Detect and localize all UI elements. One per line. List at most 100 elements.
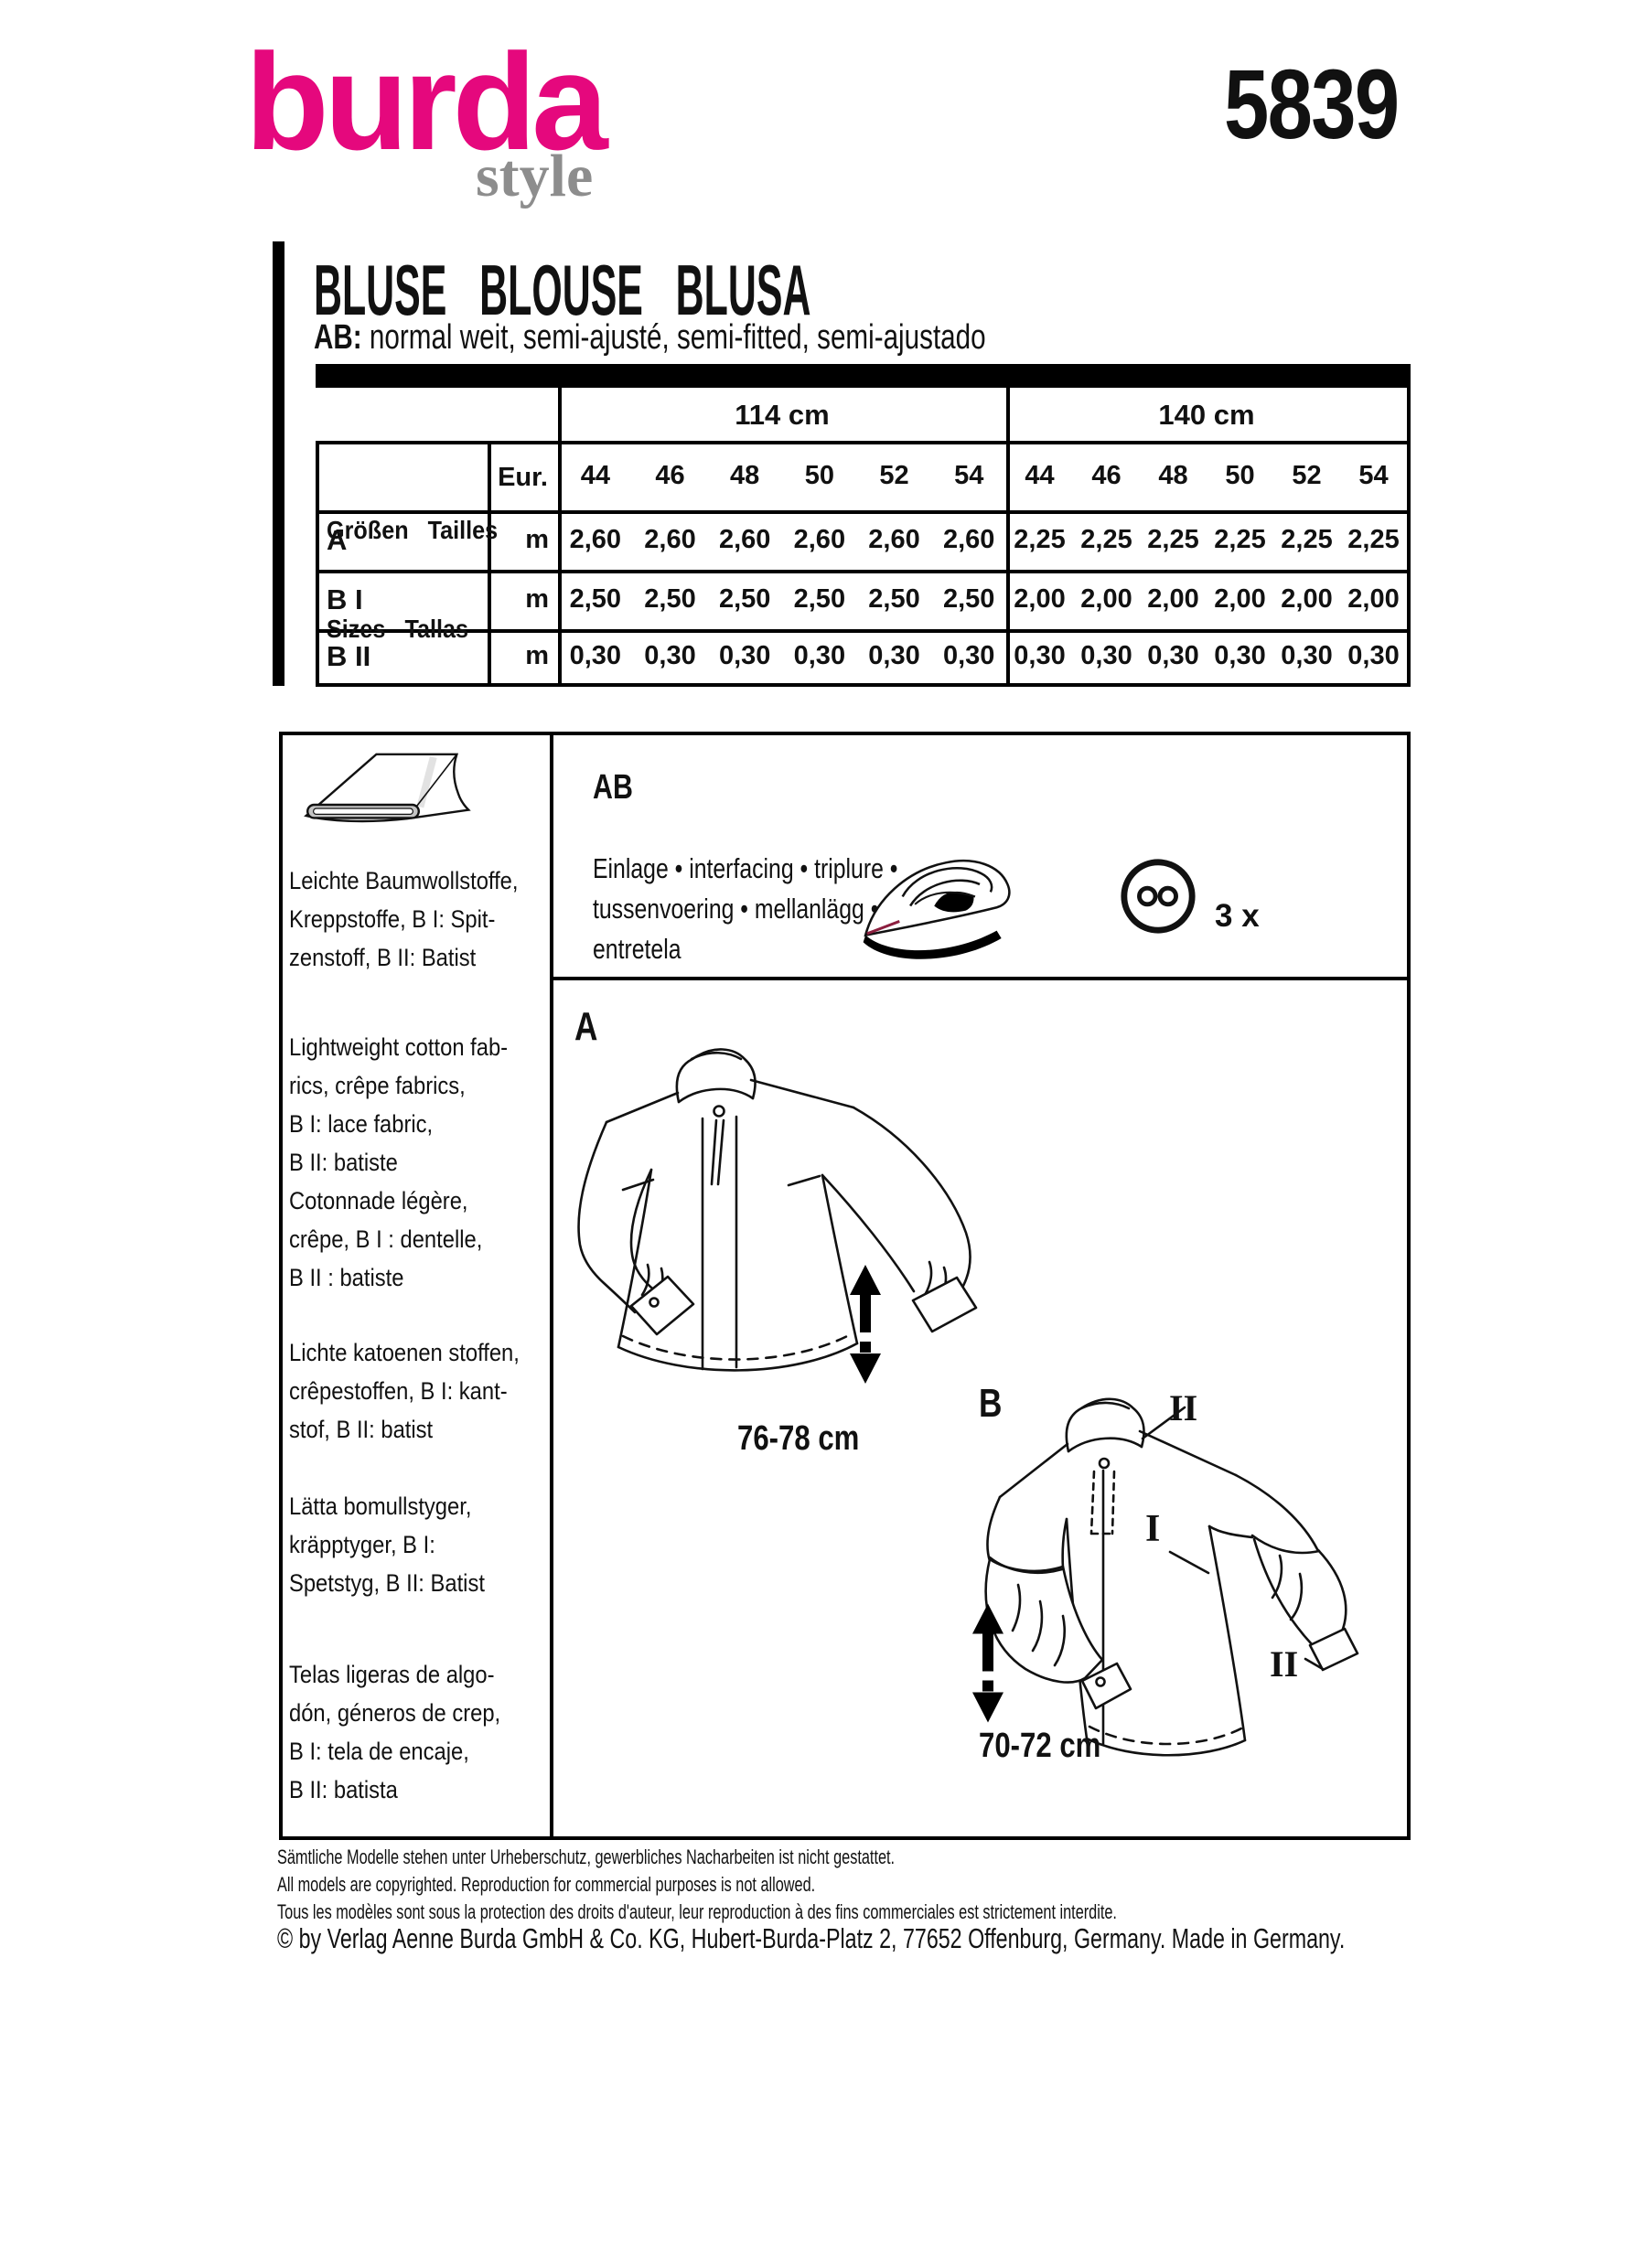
material-note-line: zenstoff, B II: Batist bbox=[289, 944, 477, 971]
yardage-cell: 2,50 bbox=[868, 584, 920, 614]
material-note-line: B I: tela de encaje, bbox=[289, 1738, 469, 1765]
size-header-cell: 54 bbox=[1358, 460, 1389, 490]
size-header-cell: 52 bbox=[1292, 460, 1322, 490]
table-line bbox=[316, 570, 1411, 573]
yardage-row-label: B II bbox=[327, 639, 371, 672]
yardage-cell: 2,25 bbox=[1214, 525, 1266, 554]
publisher-line: © by Verlag Aenne Burda GmbH & Co. KG, H… bbox=[277, 1922, 1346, 1954]
yardage-cell: 2,00 bbox=[1080, 584, 1132, 614]
yardage-cell: 2,00 bbox=[1347, 584, 1400, 614]
length-arrow-b bbox=[972, 1603, 1003, 1723]
mark-body-i: I bbox=[1145, 1508, 1161, 1550]
yardage-cell: 0,30 bbox=[1281, 641, 1333, 670]
table-line bbox=[488, 441, 491, 687]
yardage-cell: 0,30 bbox=[868, 641, 920, 670]
material-note: Leichte Baumwollstoffe, Kreppstoffe, B I:… bbox=[289, 861, 519, 977]
yardage-cell: 2,00 bbox=[1281, 584, 1333, 614]
size-header-cell: 46 bbox=[1091, 460, 1121, 490]
yardage-cell: 0,30 bbox=[942, 641, 995, 670]
yardage-cell: 0,30 bbox=[569, 641, 622, 670]
yardage-cell: 0,30 bbox=[718, 641, 771, 670]
table-line bbox=[316, 510, 1411, 514]
view-a-length: 76-78 cm bbox=[737, 1419, 860, 1458]
material-note: Telas ligeras de algo-dón, géneros de cr… bbox=[289, 1655, 500, 1809]
fabric-width-140: 140 cm bbox=[1158, 399, 1255, 431]
size-header-cell: 44 bbox=[1025, 460, 1055, 490]
yardage-cell: 2,60 bbox=[644, 525, 696, 554]
yardage-cell: 2,60 bbox=[718, 525, 771, 554]
sizes-header-line2: Sizes Tallas bbox=[327, 615, 469, 643]
material-note-line: Leichte Baumwollstoffe, bbox=[289, 867, 519, 894]
table-line bbox=[1006, 388, 1010, 687]
interfacing-line: Einlage • interfacing • triplure • bbox=[593, 852, 898, 884]
material-note: Lightweight cotton fab-rics, crêpe fabri… bbox=[289, 1028, 508, 1182]
table-line bbox=[558, 388, 562, 687]
blouse-b-drawing bbox=[984, 1397, 1359, 1757]
table-line bbox=[316, 629, 1411, 633]
sizes-header-label: Größen Tailles Sizes Tallas bbox=[327, 448, 498, 711]
info-box-divider-horizontal bbox=[550, 977, 1411, 980]
material-note-line: Lightweight cotton fab- bbox=[289, 1033, 509, 1061]
fit-subtitle-text: normal weit, semi-ajusté, semi-fitted, s… bbox=[361, 318, 986, 357]
yardage-cell: 2,50 bbox=[569, 584, 622, 614]
material-note-line: kräpptyger, B I: bbox=[289, 1531, 435, 1558]
iron-icon bbox=[863, 859, 1011, 959]
fabric-width-114: 114 cm bbox=[735, 399, 830, 431]
material-note-line: Lätta bomullstyger, bbox=[289, 1492, 472, 1520]
material-note-line: B II: batiste bbox=[289, 1149, 398, 1176]
copyright-notice-line: Tous les modèles sont sous la protection… bbox=[277, 1900, 1117, 1923]
yardage-cell: 2,50 bbox=[718, 584, 771, 614]
button-icon bbox=[1121, 859, 1196, 934]
yardage-cell: 0,30 bbox=[1214, 641, 1266, 670]
yardage-cell: 2,00 bbox=[1014, 584, 1066, 614]
material-note-line: Kreppstoffe, B I: Spit- bbox=[289, 905, 496, 933]
yardage-cell: 2,50 bbox=[942, 584, 995, 614]
yardage-row-label: A bbox=[327, 523, 348, 556]
fit-subtitle-views: AB: bbox=[314, 318, 362, 357]
fit-subtitle: AB: normal weit, semi-ajusté, semi-fitte… bbox=[314, 320, 1175, 355]
size-header-cell: 48 bbox=[730, 460, 760, 490]
yardage-cell: 2,00 bbox=[1147, 584, 1199, 614]
material-note: Lätta bomullstyger, kräpptyger, B I: Spets… bbox=[289, 1487, 485, 1602]
table-line bbox=[316, 683, 1411, 687]
size-header-cell: 50 bbox=[804, 460, 834, 490]
unit-column-header: Eur. bbox=[498, 463, 548, 492]
copyright-notice-line: All models are copyrighted. Reproduction… bbox=[277, 1873, 816, 1896]
yardage-cell: 0,30 bbox=[1014, 641, 1066, 670]
table-line bbox=[1407, 388, 1411, 687]
material-note-line: B II: batista bbox=[289, 1776, 398, 1803]
size-header-cell: 46 bbox=[655, 460, 685, 490]
yardage-cell: 2,60 bbox=[868, 525, 920, 554]
interfacing-line: tussenvoering • mellanlägg • bbox=[593, 893, 879, 925]
interfacing-line: entretela bbox=[593, 933, 681, 965]
interfacing-heading: AB bbox=[593, 768, 633, 807]
yardage-cell: 2,25 bbox=[1147, 525, 1199, 554]
yardage-cell: 2,25 bbox=[1014, 525, 1066, 554]
button-count: 3 x bbox=[1215, 898, 1260, 934]
material-note-line: Cotonnade légère, bbox=[289, 1187, 468, 1214]
yardage-cell: 2,25 bbox=[1281, 525, 1333, 554]
table-line bbox=[316, 441, 319, 687]
material-note-line: Lichte katoenen stoffen, bbox=[289, 1339, 520, 1366]
yardage-cell: 2,25 bbox=[1347, 525, 1400, 554]
size-header-cell: 50 bbox=[1225, 460, 1255, 490]
yardage-cell: 2,60 bbox=[942, 525, 995, 554]
material-note-line: Spetstyg, B II: Batist bbox=[289, 1569, 485, 1597]
yardage-cell: 2,50 bbox=[644, 584, 696, 614]
blouse-a-drawing bbox=[577, 1048, 978, 1372]
yardage-cell: 0,30 bbox=[1347, 641, 1400, 670]
yardage-unit: m bbox=[525, 583, 549, 614]
material-note-line: crêpestoffen, B I: kant- bbox=[289, 1377, 508, 1405]
info-box bbox=[279, 732, 1411, 1840]
sizes-header-line1: Größen Tailles bbox=[327, 516, 499, 544]
size-header-cell: 54 bbox=[954, 460, 984, 490]
mark-collar-ii: II bbox=[1169, 1387, 1198, 1428]
table-top-bar bbox=[316, 364, 1411, 388]
view-b-label: B bbox=[979, 1381, 1003, 1426]
page-title: BLUSE BLOUSE BLUSA bbox=[314, 250, 811, 330]
